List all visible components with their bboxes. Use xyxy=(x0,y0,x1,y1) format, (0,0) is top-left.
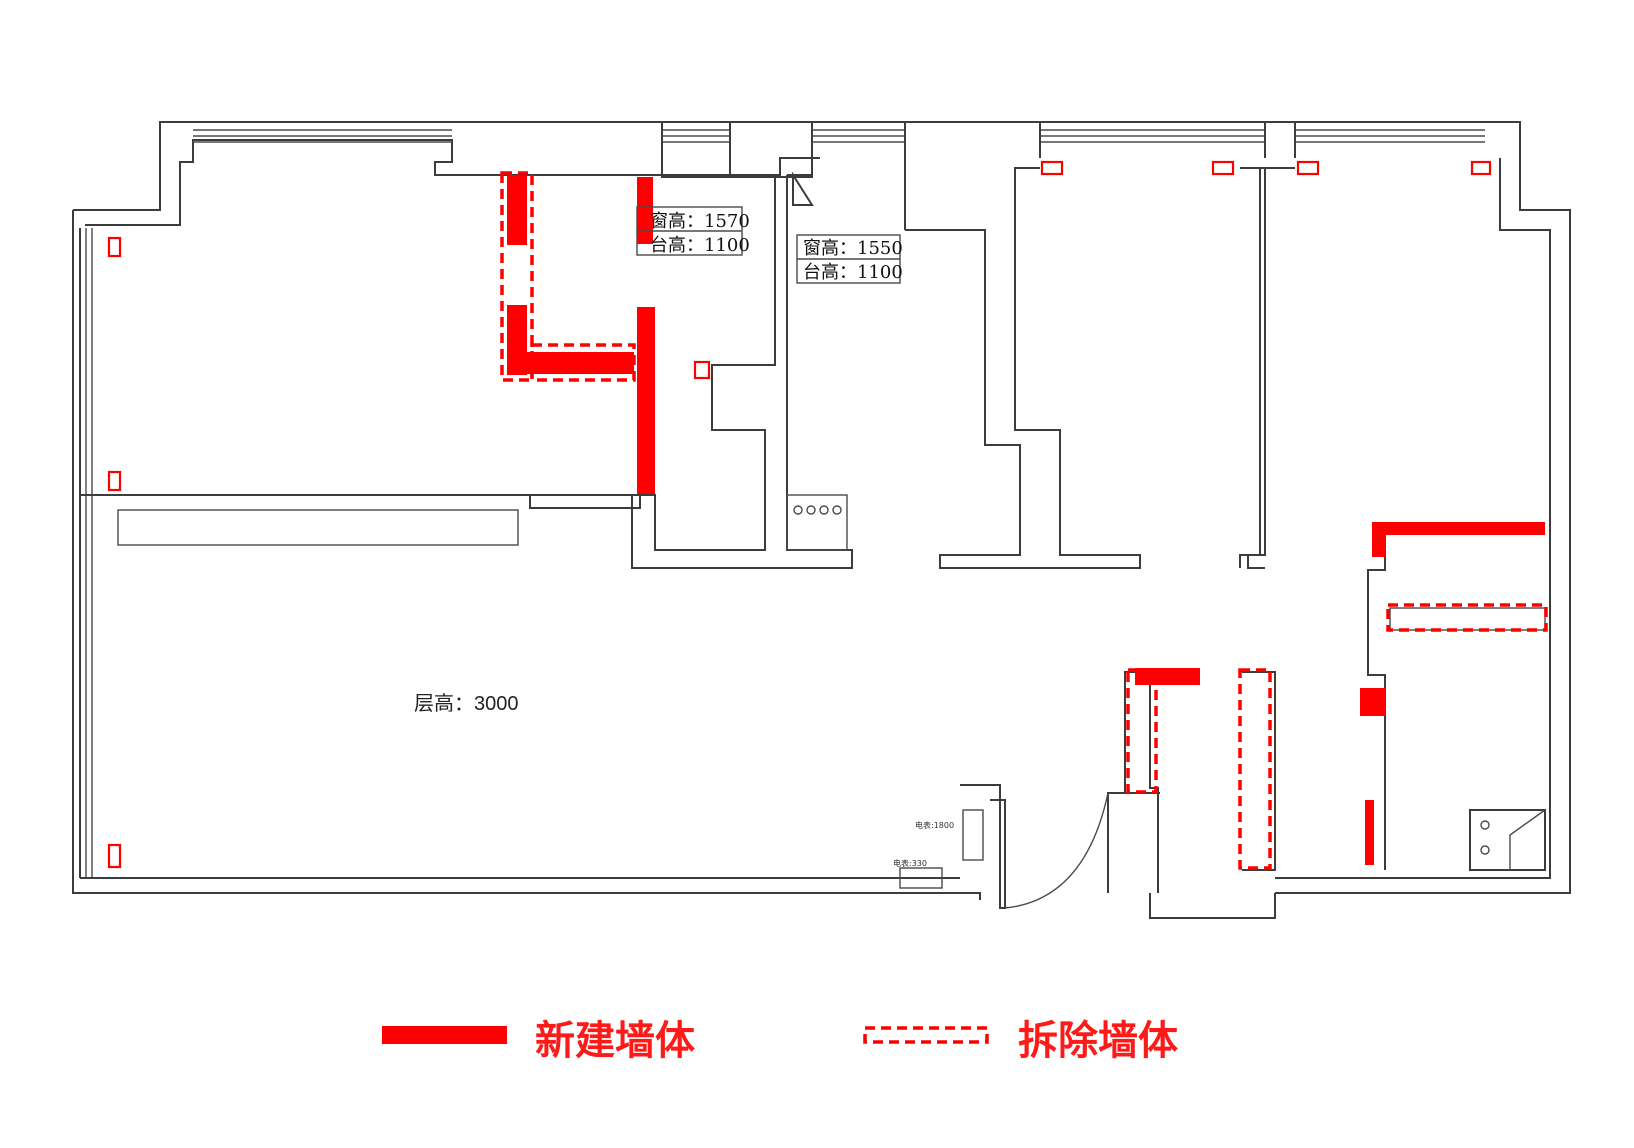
pipe-markers xyxy=(107,160,1492,869)
new-wall-8 xyxy=(1372,522,1386,557)
floor-height-label: 层高：3000 xyxy=(414,692,519,715)
new-wall-7 xyxy=(1372,522,1545,535)
demo-wall-3 xyxy=(1126,668,1158,794)
new-walls xyxy=(507,175,1545,865)
demo-wall-5 xyxy=(1386,603,1548,632)
outer-walls xyxy=(72,121,1571,900)
window-label-2: 窗高：1550 台高：1100 xyxy=(796,234,903,284)
window-sill-label-2: 台高：1100 xyxy=(803,262,903,283)
new-wall-6 xyxy=(1135,668,1200,685)
legend-demolished-wall-swatch xyxy=(863,1026,989,1044)
legend: 新建墙体 拆除墙体 xyxy=(382,1018,1178,1064)
new-wall-3 xyxy=(507,352,634,374)
new-wall-4 xyxy=(637,307,655,494)
new-wall-1 xyxy=(507,175,527,245)
window-height-label-1: 窗高：1570 xyxy=(650,211,750,232)
legend-new-wall-swatch xyxy=(382,1026,507,1044)
new-wall-10 xyxy=(1365,800,1374,865)
meter-label-2: 电表:330 xyxy=(893,858,927,868)
new-wall-5 xyxy=(637,177,653,244)
interior-walls xyxy=(80,167,1546,919)
top-windows xyxy=(193,121,1485,230)
new-wall-9 xyxy=(1360,688,1386,716)
window-sill-label-1: 台高：1100 xyxy=(650,235,750,256)
demo-wall-4 xyxy=(1238,668,1272,870)
legend-new-wall-label: 新建墙体 xyxy=(535,1018,695,1064)
meter-label-1: 电表:1800 xyxy=(915,820,954,830)
legend-demolished-wall-label: 拆除墙体 xyxy=(1018,1018,1178,1064)
window-height-label-2: 窗高：1550 xyxy=(803,238,903,259)
demo-wall-1 xyxy=(500,171,534,382)
demolished-walls xyxy=(500,171,1548,870)
window-label-1: 窗高：1570 台高：1100 xyxy=(636,206,750,256)
